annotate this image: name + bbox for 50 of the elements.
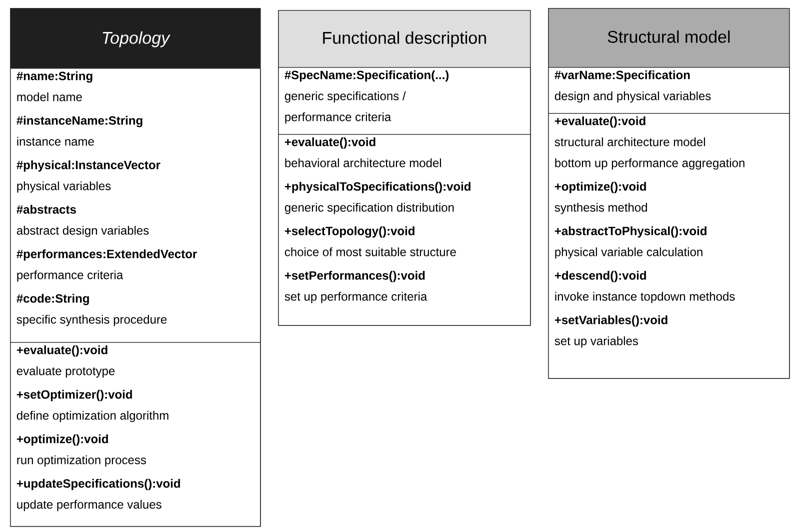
attribute-signature: #performances:ExtendedVector (16, 249, 197, 261)
class-title: Structural model (608, 30, 730, 43)
member-description: model name (17, 92, 82, 102)
attribute-signature: #code:String (16, 294, 89, 306)
member-description: behavioral architecture model (285, 158, 441, 168)
method-signature: +optimize():void (554, 182, 646, 194)
attribute-compartment (10, 68, 261, 343)
attribute-compartment (278, 67, 531, 135)
member-description: set up performance criteria (284, 292, 428, 304)
class-title: Topology (102, 31, 170, 48)
member-description: evaluate prototype (16, 366, 115, 378)
method-signature: +abstractToPhysical():void (554, 226, 706, 238)
member-description: generic specifications / performance criteria (284, 91, 406, 124)
member-description: define optimization algorithm (16, 410, 168, 422)
attribute-signature: #SpecName:Specification(...) (284, 70, 449, 82)
member-description: physical variable calculation (555, 247, 702, 259)
member-description: set up variables (554, 336, 638, 348)
member-description: specific synthesis procedure (16, 314, 167, 326)
attribute-signature: #varName:Specification (554, 70, 690, 82)
method-signature: +physicalToSpecifications():void (284, 182, 470, 194)
member-description: design and physical variables (554, 91, 711, 103)
member-description: structural architecture model (554, 137, 705, 146)
method-compartment (10, 342, 261, 527)
member-description: update performance values (17, 500, 162, 512)
method-signature: +optimize():void (16, 434, 108, 446)
attribute-signature: #physical:InstanceVector (16, 160, 160, 172)
member-description: performance criteria (17, 270, 124, 282)
member-description: abstract design variables (16, 226, 149, 238)
method-signature: +setVariables():void (554, 315, 668, 327)
attribute-signature: #abstracts (16, 204, 76, 214)
method-signature: +setPerformances():void (284, 270, 425, 282)
member-description: generic specification distribution (284, 202, 454, 214)
member-description: bottom up performance aggregation (555, 158, 744, 170)
member-description: invoke instance topdown methods (555, 292, 735, 304)
attribute-signature: #instanceName:String (16, 116, 142, 128)
member-description: run optimization process (17, 455, 146, 467)
method-signature: +evaluate():void (16, 345, 108, 357)
member-description: instance name (17, 136, 94, 146)
member-description: synthesis method (554, 202, 647, 214)
attribute-compartment (548, 67, 790, 114)
method-signature: +evaluate():void (284, 137, 376, 149)
method-signature: +selectTopology():void (284, 226, 414, 238)
class-title: Functional description (323, 31, 486, 48)
method-signature: +setOptimizer():void (16, 390, 132, 402)
attribute-signature: #name:String (16, 71, 92, 83)
method-signature: +evaluate():void (554, 116, 646, 128)
member-description: physical variables (17, 181, 111, 193)
method-signature: +updateSpecifications():void (16, 478, 180, 490)
method-signature: +descend():void (554, 270, 646, 282)
member-description: choice of most suitable structure (284, 247, 456, 256)
